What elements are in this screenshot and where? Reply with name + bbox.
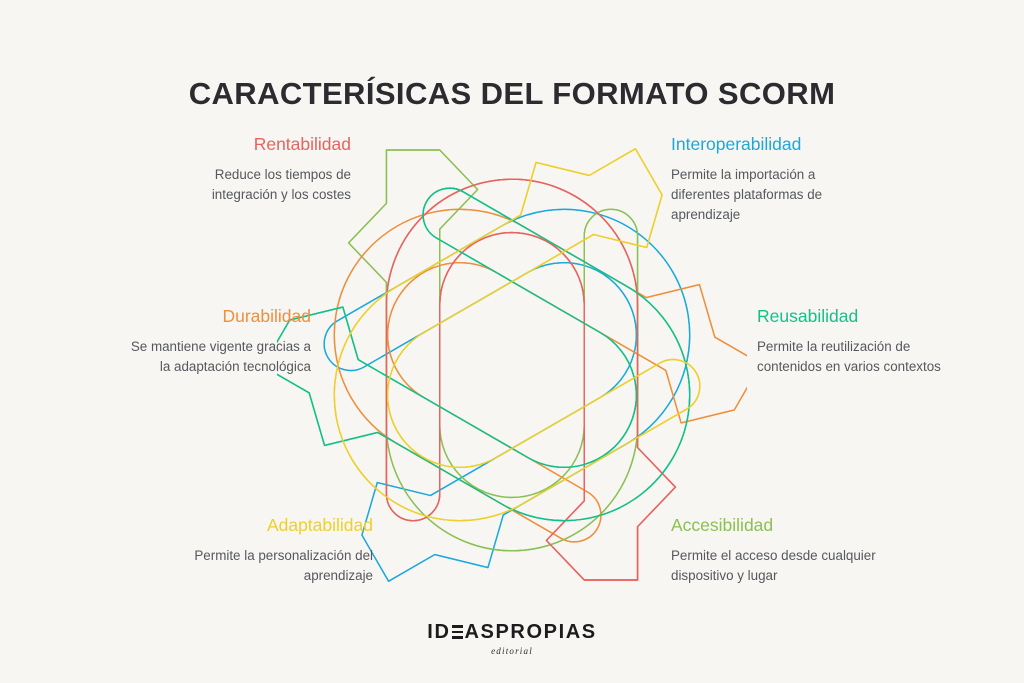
feature-title-reusabilidad: Reusabilidad — [757, 306, 859, 326]
knot-svg — [277, 148, 747, 582]
feature-description-durabilidad: Se mantiene vigente gracias a la adaptac… — [130, 338, 311, 374]
logo-subtitle: editorial — [491, 646, 533, 656]
feature-reusabilidad: Reusabilidad Permite la reutilización de… — [757, 306, 962, 377]
logo-text-part2: ASPROPIAS — [464, 621, 597, 643]
knot-petal-over — [333, 148, 701, 522]
page-title: CARACTERÍSICAS DEL FORMATO SCORM — [188, 75, 836, 111]
logo-wordmark: ID ASPROPIAS — [427, 622, 596, 642]
feature-title-rentabilidad: Rentabilidad — [253, 134, 351, 154]
logo-stylized-e-icon — [452, 625, 463, 639]
feature-description-rentabilidad: Reduce los tiempos de integración y los … — [211, 166, 351, 202]
feature-title-adaptabilidad: Adaptabilidad — [266, 515, 373, 535]
feature-title-accesibilidad: Accesibilidad — [671, 515, 774, 535]
feature-description-adaptabilidad: Permite la personalización del aprendiza… — [194, 547, 373, 583]
feature-description-reusabilidad: Permite la reutilización de contenidos e… — [757, 338, 941, 374]
feature-description-interoperabilidad: Permite la importación a diferentes plat… — [671, 166, 823, 222]
feature-rentabilidad: Rentabilidad Reduce los tiempos de integ… — [160, 134, 351, 205]
feature-durabilidad: Durabilidad Se mantiene vigente gracias … — [120, 306, 311, 377]
knot-petal-over — [385, 178, 677, 581]
scorm-knot-diagram — [277, 137, 747, 587]
logo-text-part1: ID — [427, 621, 451, 643]
feature-title-interoperabilidad: Interoperabilidad — [671, 134, 802, 154]
feature-description-accesibilidad: Permite el acceso desde cualquier dispos… — [671, 547, 876, 583]
feature-accesibilidad: Accesibilidad Permite el acceso desde cu… — [671, 515, 876, 586]
knot-petal-over — [277, 187, 691, 522]
feature-interoperabilidad: Interoperabilidad Permite la importación… — [671, 134, 876, 224]
feature-title-durabilidad: Durabilidad — [222, 306, 311, 326]
brand-logo: ID ASPROPIAS editorial — [0, 622, 1024, 656]
feature-adaptabilidad: Adaptabilidad Permite la personalización… — [190, 515, 373, 586]
